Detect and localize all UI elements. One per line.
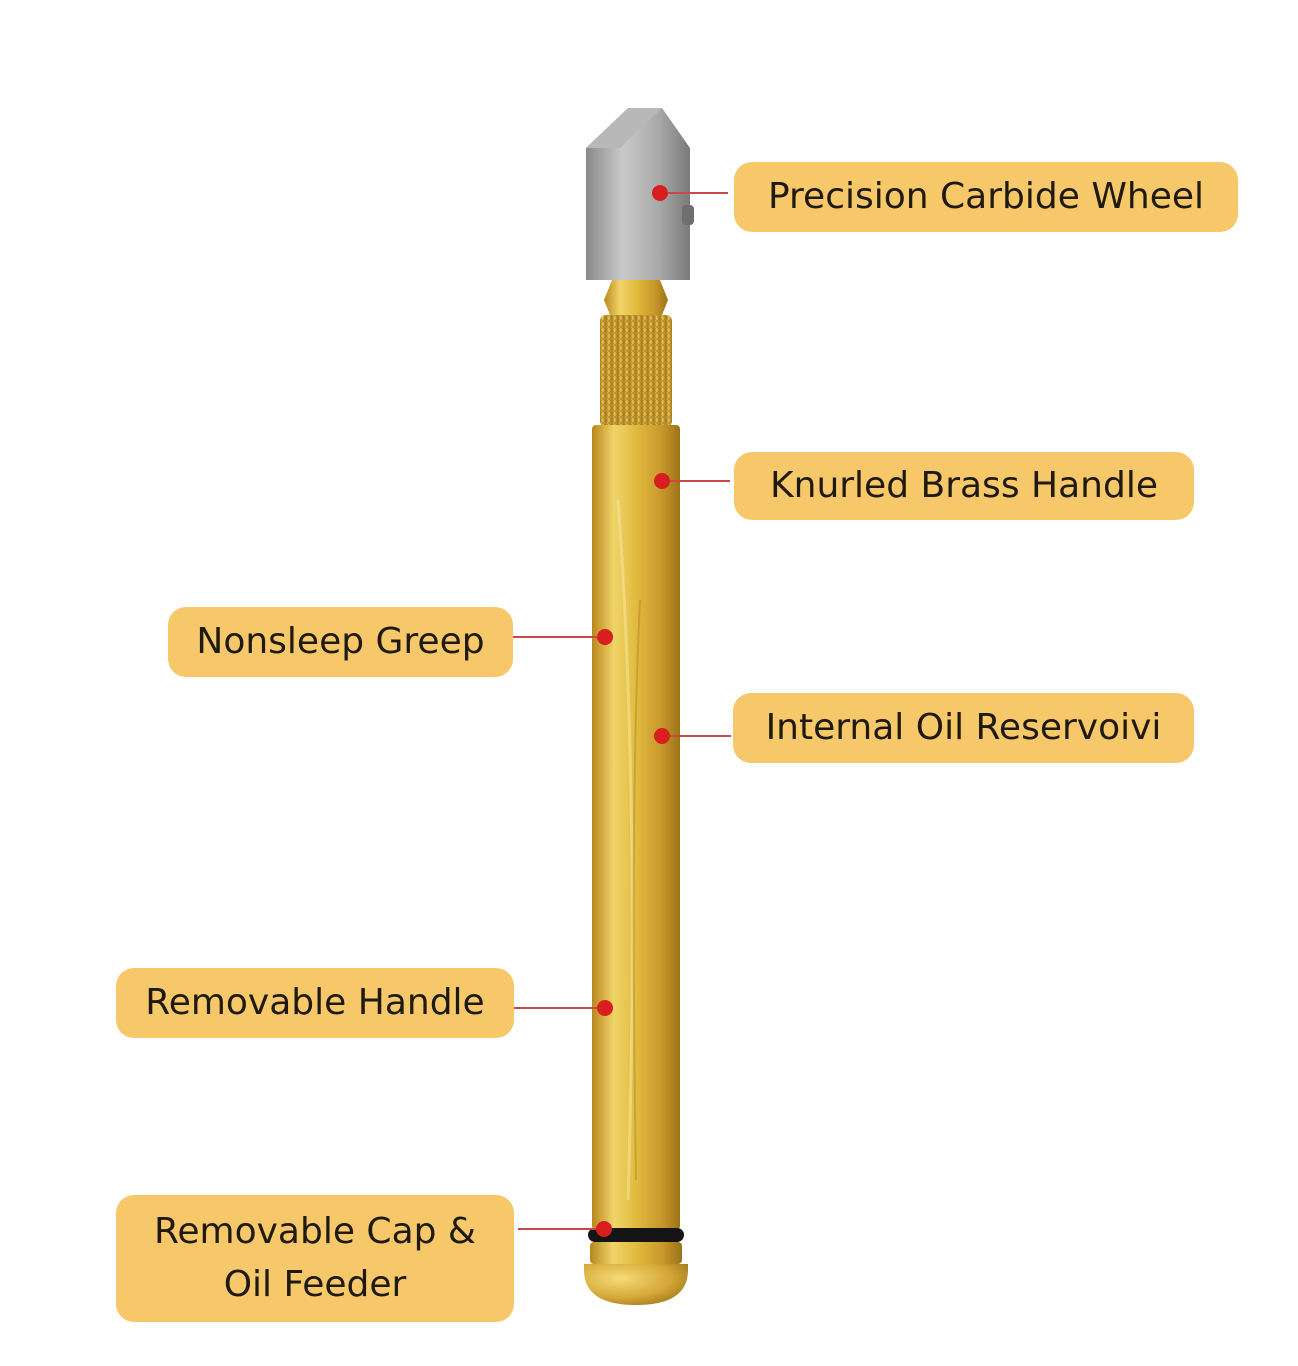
callout-internal-oil-reservoir-text: Internal Oil Reservoivi <box>765 706 1162 748</box>
callout-precision-carbide-wheel: Precision Carbide Wheel <box>734 162 1238 232</box>
callout-cap-line-1: Removable Cap & <box>153 1211 476 1253</box>
brass-collar <box>604 280 668 320</box>
carbide-head <box>586 108 694 280</box>
marker-dot-carbide-wheel <box>652 185 668 201</box>
callout-cap-line-2: Oil Feeder <box>223 1263 407 1305</box>
callout-nonslip-grip: Nonsleep Greep <box>168 607 513 677</box>
marker-dot-removable-handle <box>597 1000 613 1016</box>
callout-internal-oil-reservoir: Internal Oil Reservoivi <box>733 693 1194 763</box>
knurled-section <box>600 315 672 427</box>
callout-removable-handle: Removable Handle <box>116 968 514 1038</box>
callout-removable-cap-oil-feeder: Removable Cap & Oil Feeder <box>116 1195 514 1322</box>
marker-dot-knurled-handle <box>654 473 670 489</box>
brass-barrel <box>592 425 680 1230</box>
callout-removable-handle-text: Removable Handle <box>145 981 485 1023</box>
marker-dot-oil-reservoir <box>654 728 670 744</box>
end-cap <box>584 1242 688 1305</box>
leader-lines <box>513 185 731 1237</box>
callout-nonslip-grip-text: Nonsleep Greep <box>196 620 485 662</box>
callout-precision-carbide-wheel-text: Precision Carbide Wheel <box>767 175 1205 217</box>
callout-knurled-brass-handle-text: Knurled Brass Handle <box>770 464 1158 506</box>
marker-dot-cap-oil-feeder <box>596 1221 612 1237</box>
callout-knurled-brass-handle: Knurled Brass Handle <box>734 452 1194 520</box>
marker-dot-nonslip-grip <box>597 629 613 645</box>
o-ring <box>588 1228 684 1242</box>
